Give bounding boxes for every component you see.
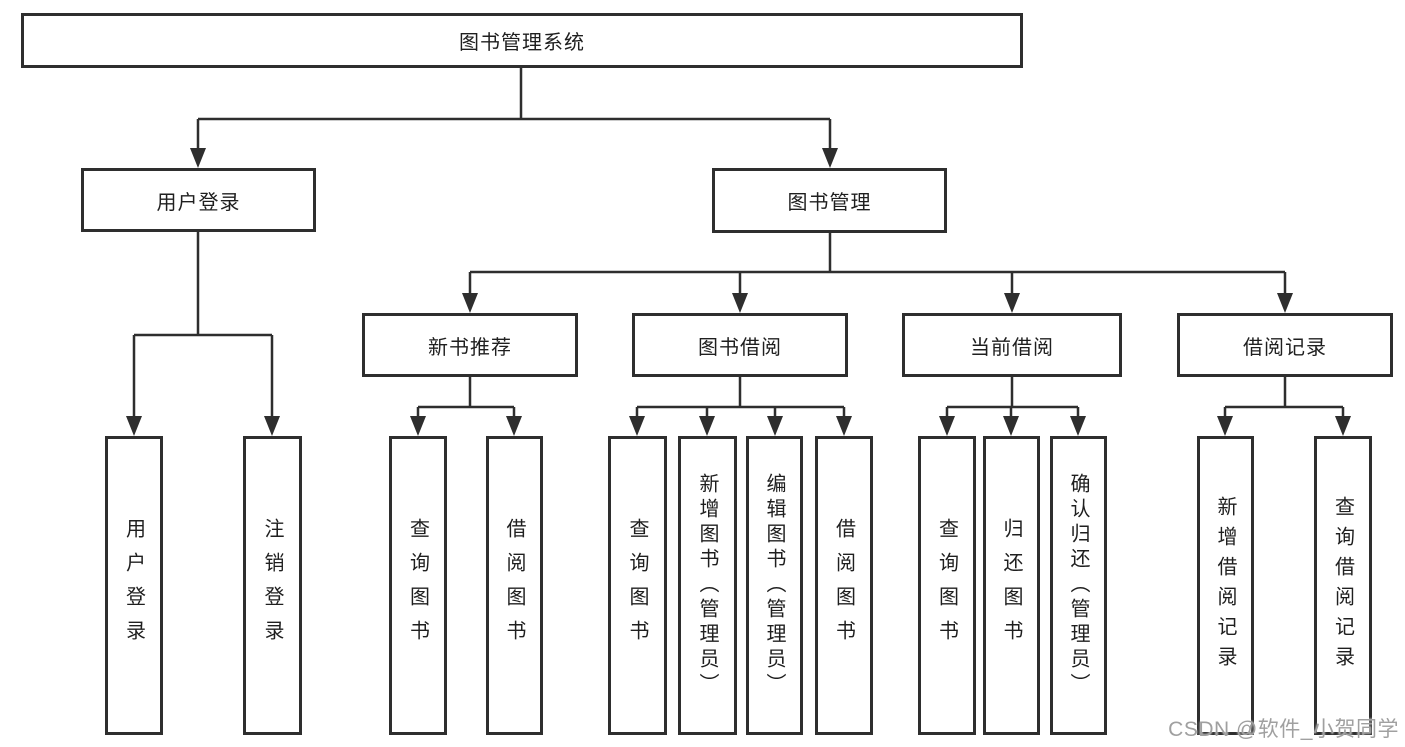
connector-bookborrow-to-leaves (635, 377, 846, 416)
arrow-down-icon (410, 416, 426, 436)
leaf-logout: 注销登录 (243, 436, 302, 735)
arrow-down-icon (190, 148, 206, 168)
leaf-return-books-label: 归还图书 (1000, 517, 1022, 654)
connector-newbook-to-leaves (416, 377, 516, 416)
connector-root-to-level2 (196, 68, 832, 148)
csdn-watermark: CSDN @软件_小贺同学 (1168, 718, 1399, 741)
arrow-down-icon (462, 293, 478, 313)
leaf-add-books-admin: 新增图书（管理员） (678, 436, 737, 735)
arrow-down-icon (732, 293, 748, 313)
arrow-down-icon (699, 416, 715, 436)
leaf-add-books-admin-label: 新增图书（管理员） (696, 473, 718, 698)
arrow-down-icon (1335, 416, 1351, 436)
connector-userlogin-to-leaves (132, 232, 274, 416)
leaf-add-borrow-record-label: 新增借阅记录 (1214, 495, 1236, 676)
connector-currentborrow-to-leaves (945, 377, 1080, 416)
arrow-down-icon (1070, 416, 1086, 436)
node-book-borrowing: 图书借阅 (632, 313, 848, 377)
connector-records-to-leaves (1223, 377, 1345, 416)
leaf-query-books-current: 查询图书 (918, 436, 976, 735)
arrow-down-icon (1217, 416, 1233, 436)
leaf-query-books-borrow: 查询图书 (608, 436, 667, 735)
arrow-down-icon (126, 416, 142, 436)
arrow-down-icon (629, 416, 645, 436)
leaf-borrow-books-recommend: 借阅图书 (486, 436, 543, 735)
leaf-query-borrow-record: 查询借阅记录 (1314, 436, 1372, 735)
leaf-query-borrow-record-label: 查询借阅记录 (1331, 495, 1354, 676)
leaf-query-books-recommend-label: 查询图书 (406, 517, 429, 654)
node-current-borrowing: 当前借阅 (902, 313, 1122, 377)
leaf-user-login-label: 用户登录 (122, 517, 145, 654)
node-user-login-group: 用户登录 (81, 168, 316, 232)
leaf-borrow-books: 借阅图书 (815, 436, 873, 735)
leaf-query-books-borrow-label: 查询图书 (626, 517, 648, 654)
arrow-down-icon (1003, 416, 1019, 436)
arrowheads (126, 148, 1351, 436)
arrow-down-icon (836, 416, 852, 436)
connector-paths (132, 68, 1345, 416)
node-borrowing-records: 借阅记录 (1177, 313, 1393, 377)
arrow-down-icon (1004, 293, 1020, 313)
node-new-book-recommendation: 新书推荐 (362, 313, 578, 377)
leaf-edit-books-admin: 编辑图书（管理员） (746, 436, 803, 735)
arrow-down-icon (1277, 293, 1293, 313)
node-library-management-system: 图书管理系统 (21, 13, 1023, 68)
leaf-query-books-recommend: 查询图书 (389, 436, 447, 735)
arrow-down-icon (264, 416, 280, 436)
leaf-add-borrow-record: 新增借阅记录 (1197, 436, 1254, 735)
connector-bookmgmt-to-level3 (468, 233, 1287, 293)
leaf-borrow-books-recommend-label: 借阅图书 (503, 517, 525, 654)
leaf-confirm-return-admin-label: 确认归还（管理员） (1067, 473, 1089, 698)
node-book-management-group: 图书管理 (712, 168, 947, 233)
leaf-logout-label: 注销登录 (261, 517, 283, 654)
leaf-query-books-current-label: 查询图书 (935, 517, 958, 654)
leaf-user-login: 用户登录 (105, 436, 163, 735)
leaf-edit-books-admin-label: 编辑图书（管理员） (763, 473, 785, 698)
arrow-down-icon (822, 148, 838, 168)
arrow-down-icon (506, 416, 522, 436)
leaf-borrow-books-label: 借阅图书 (832, 517, 855, 654)
arrow-down-icon (767, 416, 783, 436)
arrow-down-icon (939, 416, 955, 436)
leaf-return-books: 归还图书 (983, 436, 1040, 735)
leaf-confirm-return-admin: 确认归还（管理员） (1050, 436, 1107, 735)
